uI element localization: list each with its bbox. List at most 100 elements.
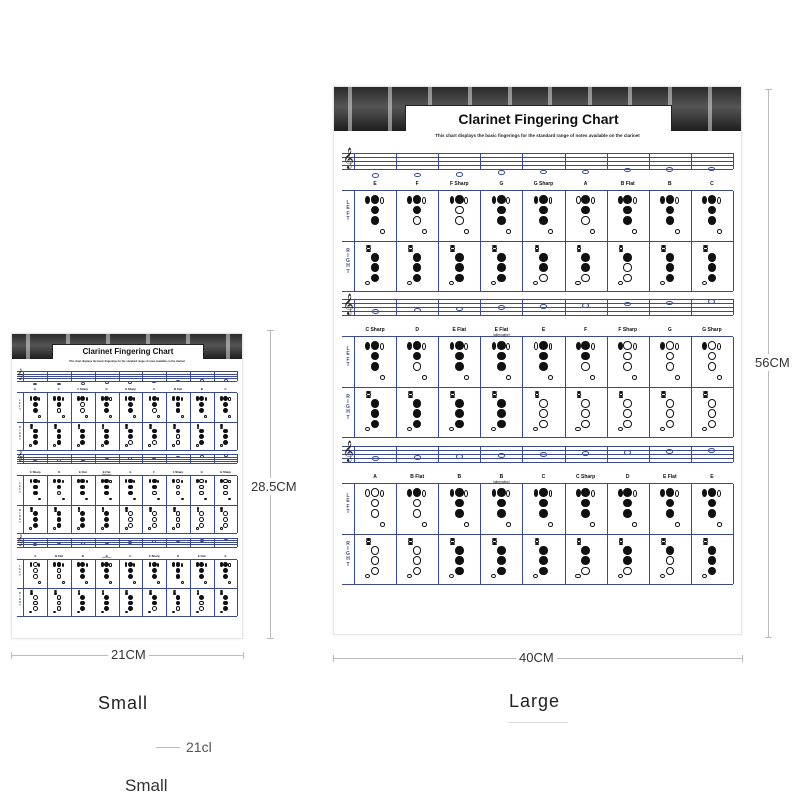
note-name: C bbox=[224, 387, 227, 392]
thumb-key bbox=[617, 489, 623, 497]
tone-hole-key bbox=[455, 362, 464, 371]
tone-hole-key bbox=[104, 606, 109, 612]
grid-column-line bbox=[189, 476, 191, 533]
right-pinky-key bbox=[449, 281, 455, 286]
pinky-key bbox=[674, 229, 680, 234]
note-name: A bbox=[583, 181, 588, 187]
tone-hole-key bbox=[80, 434, 86, 440]
tone-hole-key bbox=[223, 511, 228, 517]
header-banner: Clarinet Fingering Chart bbox=[12, 334, 242, 359]
right-hand-row bbox=[16, 421, 238, 451]
tone-hole-key bbox=[707, 419, 717, 429]
pinky-key bbox=[85, 497, 89, 501]
tone-hole-key bbox=[32, 517, 38, 523]
tone-hole-key bbox=[539, 216, 548, 225]
tone-hole-key bbox=[497, 409, 506, 418]
trill-key bbox=[172, 592, 176, 595]
tone-hole-key bbox=[32, 440, 38, 446]
note-name: B bbox=[668, 181, 672, 187]
tone-hole-key bbox=[223, 440, 228, 446]
grid-column-line bbox=[70, 476, 72, 533]
thumb-key bbox=[101, 562, 104, 567]
tone-hole-key bbox=[623, 498, 632, 508]
right-pinky-key bbox=[53, 444, 57, 447]
staff-barline bbox=[166, 537, 168, 547]
grid-column-line bbox=[648, 484, 650, 584]
trill-key bbox=[53, 426, 57, 429]
note-name: E bbox=[34, 387, 37, 392]
tone-hole-key bbox=[151, 594, 157, 600]
side-key bbox=[632, 197, 637, 204]
staff-3: 𝄞 bbox=[16, 534, 239, 548]
staff-barline bbox=[354, 153, 355, 169]
pinky-key bbox=[109, 497, 113, 501]
thumb-key bbox=[172, 562, 176, 567]
tone-hole-key bbox=[455, 351, 464, 361]
note-head bbox=[175, 539, 180, 543]
right-pinky-key bbox=[100, 527, 104, 530]
trill-key bbox=[408, 542, 413, 545]
grid-column-line bbox=[237, 559, 239, 617]
trill-key bbox=[534, 245, 540, 248]
tone-hole-key bbox=[199, 484, 205, 490]
tone-hole-key bbox=[581, 509, 590, 518]
staff-barline bbox=[396, 299, 398, 315]
pinky-key bbox=[506, 229, 512, 234]
trill-key bbox=[492, 540, 498, 543]
right-pinky-key bbox=[100, 444, 104, 447]
thumb-key bbox=[407, 196, 413, 204]
tone-hole-key bbox=[707, 556, 717, 565]
tone-hole-key bbox=[127, 434, 133, 440]
trill-key bbox=[366, 538, 371, 541]
staff-barline bbox=[438, 153, 440, 169]
side-key bbox=[109, 563, 112, 567]
side-key bbox=[85, 479, 88, 484]
note-name: B bbox=[81, 553, 84, 558]
tone-hole-key bbox=[223, 490, 228, 496]
trill-key bbox=[492, 247, 498, 250]
tone-hole-key bbox=[32, 428, 38, 434]
trill-key bbox=[492, 395, 498, 398]
thumb-key bbox=[77, 562, 80, 567]
note-name: E bbox=[224, 553, 227, 558]
trill-key bbox=[125, 509, 128, 512]
pinky-key bbox=[156, 581, 160, 584]
side-key bbox=[85, 396, 88, 401]
staff-line bbox=[16, 537, 238, 539]
note-name: F bbox=[415, 181, 419, 187]
tone-hole-key bbox=[412, 566, 422, 576]
tone-hole-key bbox=[175, 401, 181, 407]
trill-key bbox=[196, 592, 200, 595]
tone-hole-key bbox=[56, 561, 62, 567]
tone-hole-key bbox=[175, 428, 181, 434]
trill-key bbox=[366, 391, 371, 394]
staff-line bbox=[342, 303, 733, 304]
side-key bbox=[180, 479, 184, 484]
staff-barline bbox=[166, 371, 168, 381]
tone-hole-key bbox=[539, 566, 548, 576]
treble-clef-icon: 𝄞 bbox=[17, 534, 24, 546]
tone-hole-key bbox=[199, 511, 205, 517]
grid-column-line bbox=[606, 337, 608, 437]
tone-hole-key bbox=[370, 546, 380, 555]
small-width-label: 21CM bbox=[108, 647, 149, 662]
tone-hole-key bbox=[127, 490, 133, 496]
side-key bbox=[61, 396, 65, 401]
tone-hole-key bbox=[80, 600, 86, 606]
tone-hole-key bbox=[56, 594, 62, 600]
grid-column-line bbox=[189, 393, 191, 451]
tone-hole-key bbox=[539, 509, 548, 518]
staff-barline bbox=[189, 371, 191, 381]
note-head bbox=[199, 539, 204, 542]
tone-hole-key bbox=[199, 490, 205, 496]
trill-key bbox=[450, 395, 456, 398]
tone-hole-key bbox=[32, 478, 38, 484]
right-pinky-key bbox=[29, 610, 33, 614]
right-hand-label: R I G H T bbox=[346, 540, 350, 568]
side-key bbox=[590, 490, 595, 497]
tone-hole-key bbox=[412, 216, 422, 225]
grid-column-line bbox=[606, 484, 608, 584]
tone-hole-key bbox=[497, 273, 506, 283]
thumb-key bbox=[491, 489, 497, 497]
